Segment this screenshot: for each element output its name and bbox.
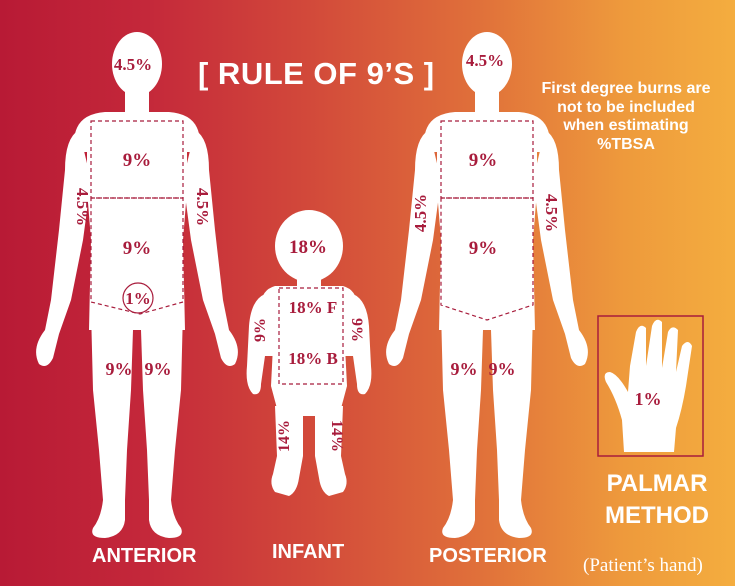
anterior-genital-label: 1% xyxy=(125,289,151,308)
hand-icon xyxy=(605,320,692,452)
palmar-method-caption: PALMAR METHOD xyxy=(604,468,710,532)
anterior-left-arm-label: 4.5% xyxy=(193,188,212,226)
posterior-left-arm-label: 4.5% xyxy=(411,194,430,232)
infant-back-torso-label: 18% B xyxy=(288,349,338,368)
posterior-left-leg-label: 9% xyxy=(451,359,478,379)
infant-right-arm-label: 9% xyxy=(252,318,269,342)
diagram-title: [ RULE OF 9’S ] xyxy=(198,56,435,92)
infant-left-arm-label: 9% xyxy=(348,318,365,342)
posterior-right-leg-label: 9% xyxy=(489,359,516,379)
posterior-head-label: 4.5% xyxy=(466,51,504,70)
anterior-chest-label: 9% xyxy=(123,150,152,171)
anterior-right-leg-label: 9% xyxy=(106,359,133,379)
palmar-subcaption: (Patient’s hand) xyxy=(583,555,703,577)
infant-left-leg-label: 14% xyxy=(328,420,345,452)
first-degree-note: First degree burns are not to be include… xyxy=(536,80,716,154)
posterior-upper-back-label: 9% xyxy=(469,150,498,171)
infant-caption: INFANT xyxy=(272,541,344,564)
anterior-abdomen-label: 9% xyxy=(123,238,152,259)
posterior-lower-back-label: 9% xyxy=(469,238,498,259)
posterior-right-arm-label: 4.5% xyxy=(542,194,561,232)
infant-head-label: 18% xyxy=(289,237,327,258)
infant-front-torso-label: 18% F xyxy=(289,298,338,317)
posterior-caption: POSTERIOR xyxy=(429,545,547,568)
palm-label: 1% xyxy=(635,389,662,409)
anterior-right-arm-label: 4.5% xyxy=(73,188,92,226)
anterior-figure xyxy=(36,32,238,538)
anterior-head-label: 4.5% xyxy=(114,55,152,74)
infant-right-leg-label: 14% xyxy=(276,420,293,452)
anterior-caption: ANTERIOR xyxy=(92,545,196,568)
anterior-left-leg-label: 9% xyxy=(145,359,172,379)
